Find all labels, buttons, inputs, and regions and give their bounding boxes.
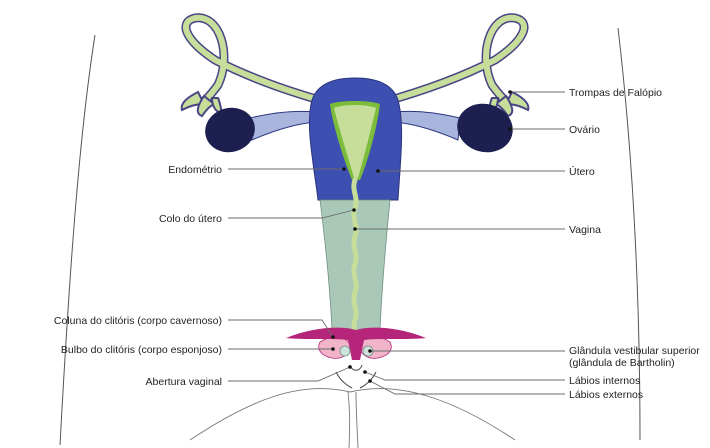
label-ovario: Ovário <box>569 124 600 136</box>
label-labios-externos: Lábios externos <box>569 389 643 401</box>
label-labios-internos: Lábios internos <box>569 375 640 387</box>
ovarian-ligament-left <box>250 111 315 140</box>
leader-abertura <box>228 367 350 381</box>
dot-glandula <box>368 349 372 353</box>
label-bulbo: Bulbo do clitóris (corpo esponjoso) <box>61 344 222 356</box>
perineum-line-right <box>356 392 358 448</box>
label-endometrio: Endométrio <box>168 164 222 176</box>
leader-labios-internos <box>365 372 565 380</box>
bartholin-gland-left <box>340 346 350 356</box>
dot-bulbo <box>331 347 335 351</box>
dot-vagina <box>353 227 357 231</box>
label-coluna: Coluna do clitóris (corpo cavernoso) <box>54 315 222 327</box>
label-glandula-2: (glândula de Bartholin) <box>569 357 675 369</box>
leader-labios-externos <box>370 381 565 394</box>
dot-utero <box>376 169 380 173</box>
label-trompas: Trompas de Falópio <box>569 87 662 99</box>
dot-trompas <box>508 90 512 94</box>
dot-labios-externos <box>368 379 372 383</box>
clitoris-body <box>286 328 426 360</box>
fallopian-tube-right <box>380 18 524 103</box>
perineum-line-left <box>348 392 350 448</box>
fallopian-tube-left-inner <box>186 18 330 103</box>
label-abertura: Abertura vaginal <box>146 376 222 388</box>
labia-line-left <box>336 372 352 388</box>
dot-coluna <box>331 335 335 339</box>
dot-ovario <box>508 127 512 131</box>
ovarian-ligament-right <box>395 111 460 140</box>
dot-colo <box>352 208 356 212</box>
label-utero: Útero <box>569 165 595 178</box>
fallopian-tube-left <box>186 18 330 103</box>
ovary-left <box>200 102 260 157</box>
dot-endometrio <box>342 167 346 171</box>
labia-line-right <box>360 372 376 388</box>
dot-abertura <box>348 365 352 369</box>
label-vagina: Vagina <box>569 224 601 236</box>
fallopian-tube-right-inner <box>380 18 524 103</box>
label-colo: Colo do útero <box>159 213 222 225</box>
fimbriae-left <box>182 92 222 116</box>
vaginal-opening <box>350 365 362 370</box>
body-contour-left <box>60 35 95 445</box>
thigh-contour <box>190 389 515 440</box>
vaginal-lumen <box>354 180 356 340</box>
label-glandula-1: Glândula vestibular superior <box>569 345 700 357</box>
dot-labios-internos <box>363 370 367 374</box>
